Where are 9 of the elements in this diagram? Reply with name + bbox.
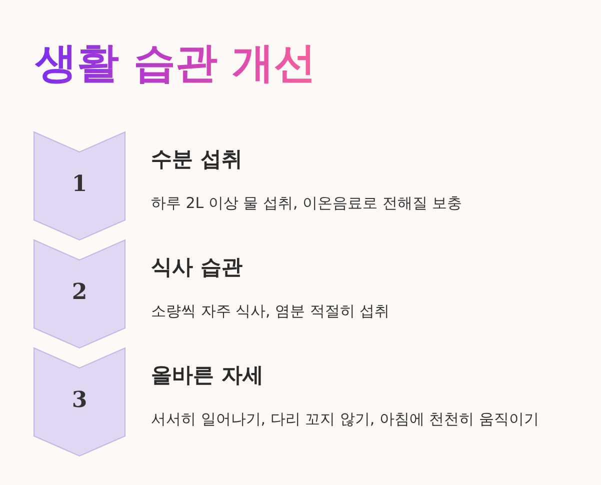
- step-description: 하루 2L 이상 물 섭취, 이온음료로 전해질 보충: [151, 194, 462, 213]
- step-number: 3: [70, 387, 88, 413]
- step-description: 서서히 일어나기, 다리 꼬지 않기, 아침에 천천히 움직이기: [151, 410, 539, 429]
- step-heading: 올바른 자세: [151, 362, 264, 389]
- step-number: 2: [70, 279, 88, 305]
- step-number: 1: [70, 171, 88, 197]
- step-heading: 수분 섭취: [151, 146, 242, 173]
- step-description: 소량씩 자주 식사, 염분 적절히 섭취: [151, 302, 390, 321]
- step-heading: 식사 습관: [151, 254, 242, 281]
